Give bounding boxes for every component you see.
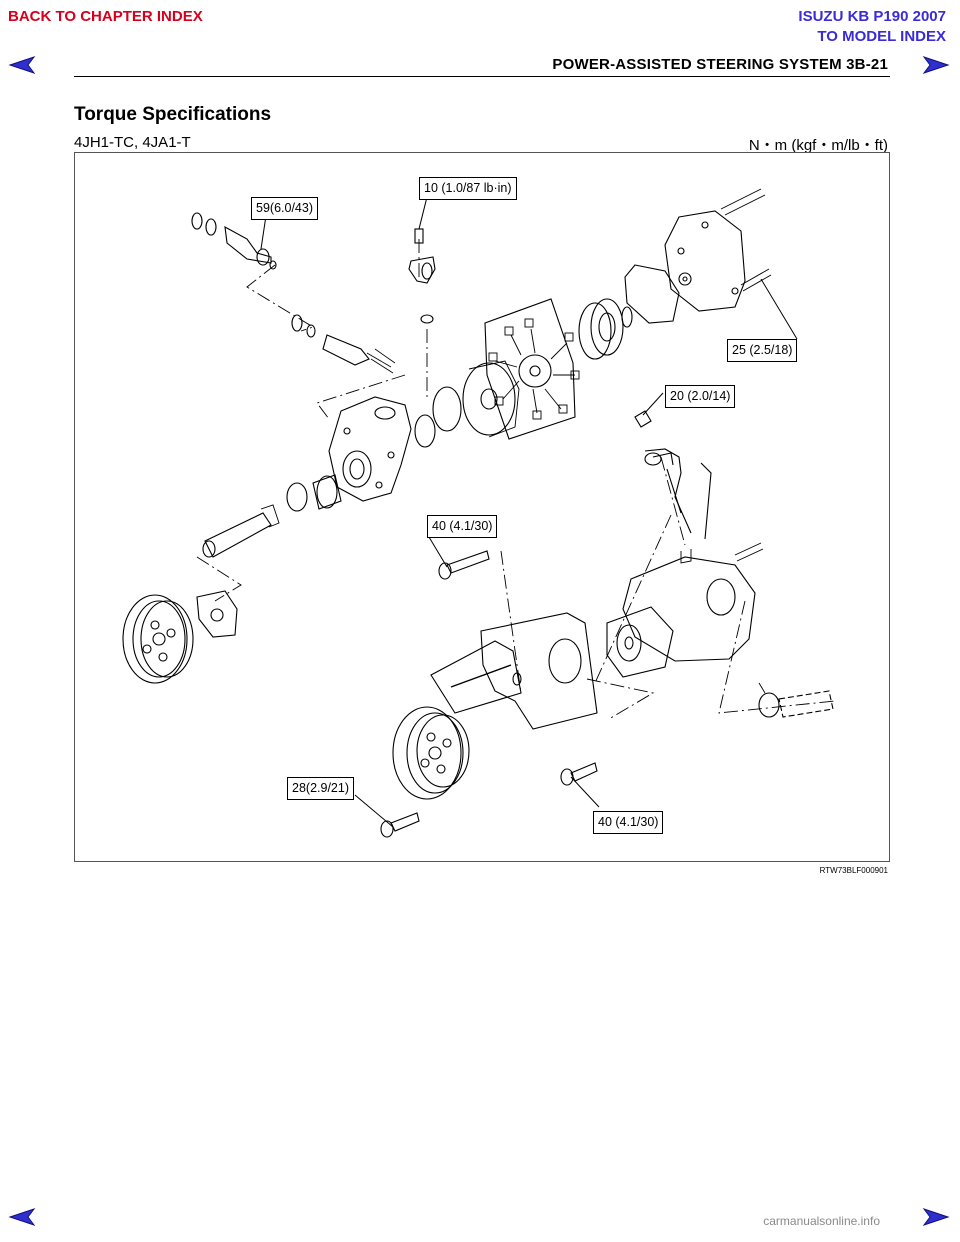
torque-callout-bracket-bolt-lower: 40 (4.1/30) [593, 811, 664, 834]
pump-body [328, 396, 412, 502]
callout-leader-lines [260, 196, 798, 828]
assembled-pump [606, 542, 764, 678]
header-divider [74, 76, 890, 77]
rear-cover [664, 188, 772, 312]
torque-callout-small-bolt: 10 (1.0/87 lb·in) [419, 177, 517, 200]
pulley-hub [196, 590, 238, 638]
section-header: POWER-ASSISTED STEERING SYSTEM 3B-21 [552, 56, 888, 73]
next-page-arrow-icon[interactable] [922, 56, 950, 74]
previous-page-arrow-icon[interactable] [8, 1208, 36, 1226]
mounting-bracket [430, 612, 598, 730]
engine-models-label: 4JH1-TC, 4JA1-T [74, 134, 191, 151]
seals-and-bushing [286, 386, 462, 512]
rotor-and-vanes [484, 298, 580, 440]
cam-ring [462, 360, 520, 438]
watermark: carmanualsonline.info [763, 1214, 880, 1228]
drive-shaft [202, 504, 280, 558]
return-hose-and-clamp [758, 682, 834, 718]
torque-callout-pulley-bolt: 28(2.9/21) [287, 777, 354, 800]
exploded-view-figure: 59(6.0/43) 10 (1.0/87 lb·in) 25 (2.5/18)… [74, 152, 890, 862]
torque-callout-pressure-hose: 20 (2.0/14) [665, 385, 736, 408]
figure-code: RTW73BLF000901 [819, 866, 888, 875]
small-bolt-and-union [408, 228, 436, 324]
inlet-fitting-with-o-rings [191, 212, 277, 270]
torque-callout-rear-cover: 25 (2.5/18) [727, 339, 798, 362]
pressure-hose-fitting [634, 410, 712, 540]
page-title: Torque Specifications [74, 104, 272, 125]
to-model-index-link[interactable]: TO MODEL INDEX [817, 28, 946, 45]
front-pulley [122, 594, 194, 684]
assembly-centerlines [196, 239, 836, 720]
bracket-bolt-upper [438, 550, 490, 580]
torque-units-label: N・m (kgf・m/lb・ft) [748, 137, 888, 154]
power-steering-pump-exploded-diagram [122, 188, 836, 838]
pulley-bolt [380, 812, 420, 838]
flow-control-valve [291, 314, 396, 374]
back-to-chapter-index-link[interactable]: BACK TO CHAPTER INDEX [8, 8, 203, 25]
next-page-arrow-icon[interactable] [922, 1208, 950, 1226]
previous-page-arrow-icon[interactable] [8, 56, 36, 74]
pressure-plate [578, 298, 633, 360]
cover-gasket [624, 264, 680, 324]
model-title-link[interactable]: ISUZU KB P190 2007 [798, 8, 946, 25]
torque-callout-bracket-bolt-upper: 40 (4.1/30) [427, 515, 498, 538]
torque-callout-inlet-fitting: 59(6.0/43) [251, 197, 318, 220]
rear-pulley [392, 706, 470, 800]
bracket-bolt-lower [560, 762, 598, 786]
